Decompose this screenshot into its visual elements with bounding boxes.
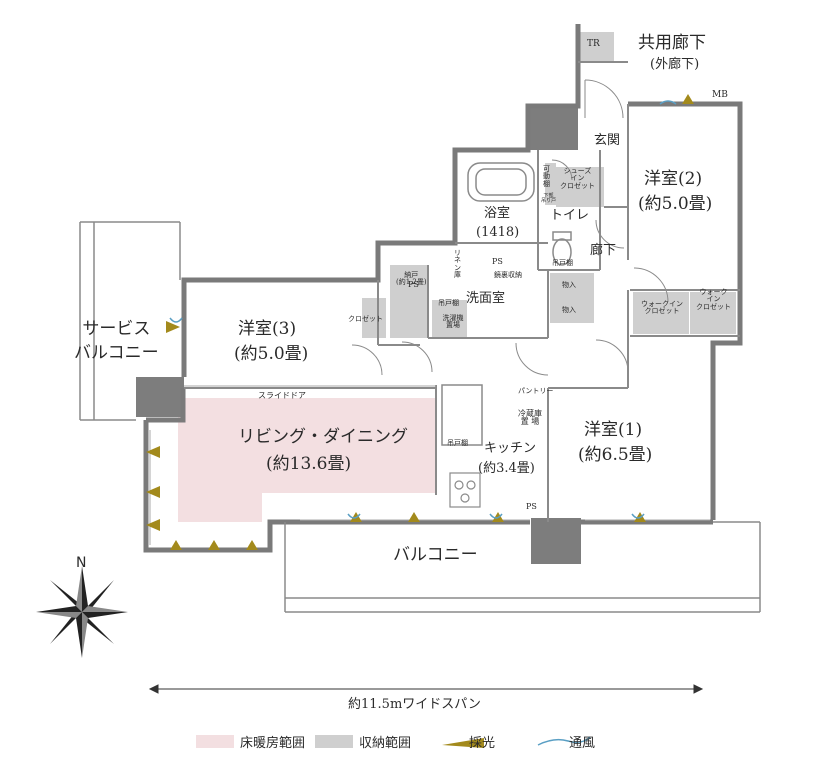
kitchen-size: (約3.4畳) [478, 461, 535, 476]
legend-storage: 収納範囲 [315, 732, 411, 751]
storage-areas [362, 32, 736, 338]
lower-door-label: 下部 吊り戸 [541, 193, 557, 205]
adjustable-shelf-label: 可 動 棚 [543, 165, 550, 188]
bathtub [467, 162, 535, 202]
compass-rose-icon [36, 566, 128, 658]
legend-wind-spacer [505, 735, 563, 748]
service-balcony-label: サービス バルコニー [74, 319, 159, 363]
pantry-label: パントリー [518, 387, 554, 395]
legend-storage-swatch [315, 734, 354, 748]
stove [449, 472, 481, 508]
interior-walls [184, 61, 740, 522]
western-room-3-size: (約5.0畳) [234, 344, 309, 364]
toilet [552, 231, 572, 266]
linen-label: リネン庫 [454, 249, 461, 280]
walk-in-closet-2-label: ウォーク イン クロゼット [696, 288, 731, 311]
span-dimension-arrow [148, 684, 704, 694]
living-dining-size: (約13.6畳) [266, 454, 352, 474]
common-corridor-label: 共用廊下 [638, 33, 706, 53]
legend-wind-glyph [537, 736, 591, 746]
legend-wind: 通風 [505, 732, 595, 751]
bathroom-size: (1418) [476, 225, 520, 240]
slide-door-label: スライドドア [258, 391, 306, 400]
hanging-cabinet-label-3: 吊戸棚 [447, 439, 468, 447]
fridge-space-label: 冷蔵庫 置 場 [518, 409, 542, 427]
pillars [136, 106, 581, 564]
bathroom-name: 浴室 [484, 206, 511, 221]
kitchen-counter [441, 384, 483, 446]
doors [351, 79, 669, 376]
balcony-railings [79, 221, 761, 613]
hallway-label: 廊下 [590, 243, 617, 258]
legend-wind-text: 通風 [569, 735, 596, 751]
legend-storage-text: 収納範囲 [359, 735, 412, 751]
walk-in-closet-1-label: ウォークイン クロゼット [641, 300, 683, 316]
span-label: 約11.5mワイドスパン [348, 697, 481, 712]
hanging-cabinet-label-2: 吊戸棚 [438, 299, 459, 307]
washing-machine-label: 洗濯機置場 [442, 314, 464, 330]
legend-light-spacer [421, 735, 463, 748]
washroom-label: 洗面室 [466, 291, 506, 306]
kitchen-name: キッチン [484, 441, 537, 456]
legend-heating: 床暖房範囲 [196, 732, 305, 751]
legend-light: 採光 [421, 732, 495, 751]
western-room-3-name: 洋室(3) [238, 319, 297, 339]
legend-light-text: 採光 [469, 735, 496, 751]
floor-heating-area [178, 398, 436, 522]
legend-heating-swatch [196, 734, 234, 748]
ps-label-2: PS [408, 280, 419, 289]
tr-label: TR [587, 39, 600, 49]
ps-label-1: PS [492, 257, 503, 266]
mb-label: MB [712, 90, 728, 100]
entrance-label: 玄関 [594, 133, 621, 148]
legend: 床暖房範囲 収納範囲 採光 通風 [196, 731, 595, 751]
western-room-2-size: (約5.0畳) [638, 194, 713, 214]
ventilation-marks [169, 100, 677, 519]
shoes-in-closet-label: シューズ イン クロゼット [560, 167, 595, 190]
western-room-1-size: (約6.5畳) [578, 445, 653, 465]
living-dining-name: リビング・ダイニング [238, 427, 408, 447]
compass-north-label: N [76, 555, 87, 571]
western-room-1-name: 洋室(1) [584, 420, 643, 440]
mirror-storage-label: 鏡裏収納 [494, 271, 522, 279]
balcony-label: バルコニー [393, 545, 478, 565]
western-room-2-name: 洋室(2) [644, 169, 703, 189]
legend-heating-text: 床暖房範囲 [240, 735, 306, 751]
storeroom-label: 納戸 (約1.2畳) [396, 271, 427, 287]
hanging-cabinet-label-1: 吊戸棚 [552, 259, 573, 267]
ps-label-3: PS [526, 502, 537, 511]
closet-3-label: クロゼット [348, 315, 383, 323]
legend-light-glyph [442, 738, 484, 748]
storage-2-label: 物入 [562, 306, 576, 314]
outer-corridor-label: (外廊下) [650, 57, 700, 72]
toilet-label: トイレ [550, 208, 590, 223]
storage-1-label: 物入 [562, 281, 576, 289]
